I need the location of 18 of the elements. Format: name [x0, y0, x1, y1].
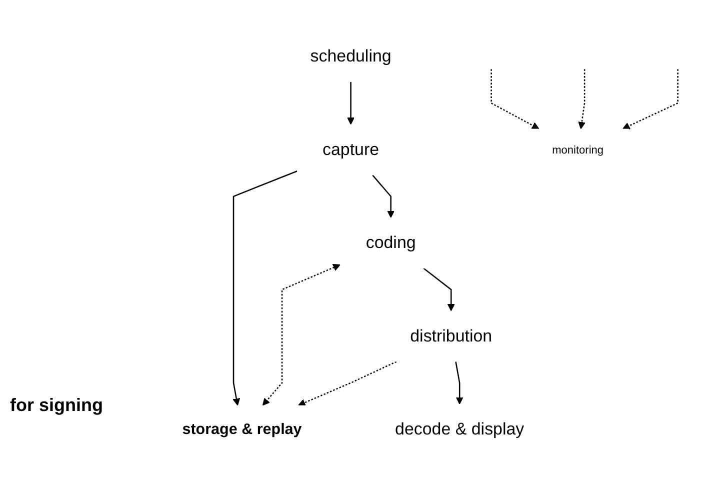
note-text: for signing — [10, 395, 103, 416]
node-text: scheduling — [310, 47, 392, 66]
node-text: capture — [322, 140, 380, 160]
node-text: distribution — [410, 326, 492, 346]
node-text: storage & replay — [182, 420, 302, 438]
arrow — [262, 264, 340, 406]
arrow — [347, 82, 355, 125]
node-text: monitoring — [552, 143, 604, 156]
node-text: coding — [366, 234, 416, 252]
arrow — [372, 174, 395, 218]
arrow — [455, 362, 464, 404]
arrow — [232, 170, 298, 406]
node-text: decode & display — [395, 420, 524, 439]
arrow — [423, 268, 455, 312]
arrow — [578, 69, 586, 130]
arrow — [298, 361, 397, 406]
arrow — [622, 69, 678, 130]
arrow — [490, 69, 540, 130]
